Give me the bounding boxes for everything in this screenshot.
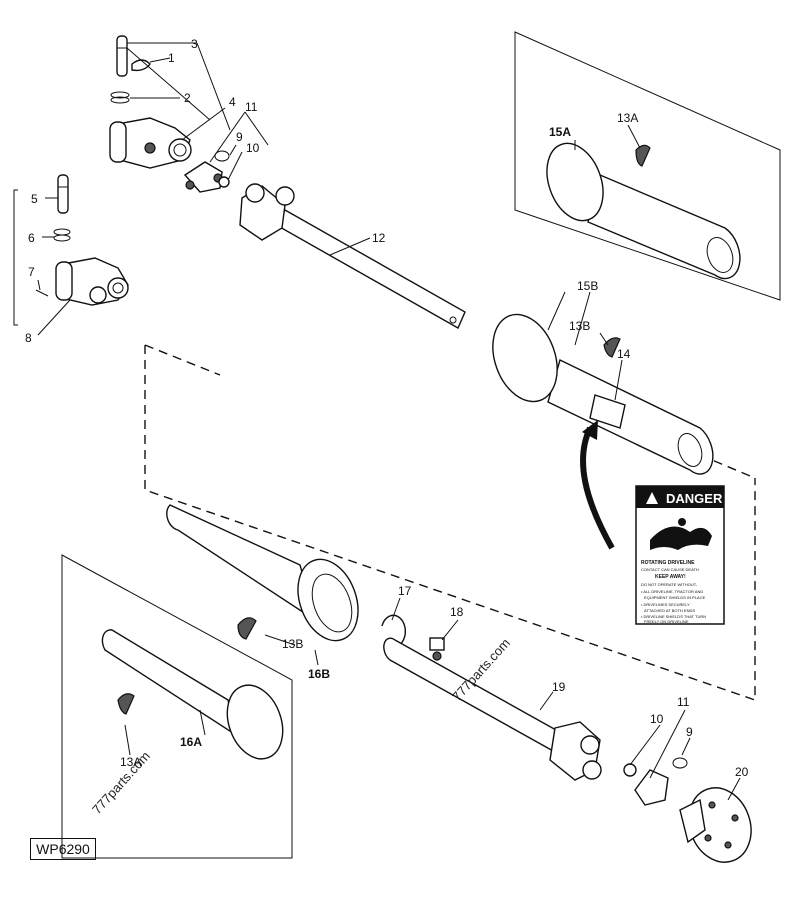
callout-3: 3 <box>191 37 198 51</box>
panel-16a-frame <box>61 554 293 859</box>
callout-10: 10 <box>246 141 260 155</box>
drawing-code: WP6290 <box>30 838 96 860</box>
bracket-5-8 <box>13 189 18 326</box>
decal-line-5: • ALL DRIVELINE, TRACTOR AND <box>641 589 703 594</box>
dashed-edge-left <box>144 344 221 376</box>
decal-line-2: CONTACT CAN CAUSE DEATH <box>641 567 699 572</box>
decal-line-1: ROTATING DRIVELINE <box>641 560 695 566</box>
decal-line-10: FREELY ON DRIVELINE <box>644 619 689 624</box>
callout-18: 18 <box>450 605 464 619</box>
callout-13a-lower: 13A <box>120 755 141 769</box>
ring-part-9 <box>214 150 230 162</box>
callout-14: 14 <box>617 347 631 361</box>
grease-fitting-part-18 <box>429 637 445 661</box>
decal-header: DANGER <box>666 491 723 506</box>
decal-line-3: KEEP AWAY! <box>655 574 686 580</box>
outer-tube-part-19 <box>383 637 602 781</box>
callout-16b: 16B <box>308 667 330 681</box>
cap-part-10-lower <box>623 763 637 777</box>
shield-part-15a <box>546 142 741 280</box>
callout-7: 7 <box>28 265 35 279</box>
pin-part-7 <box>35 289 49 297</box>
callout-17: 17 <box>398 584 412 598</box>
clip-part-13a <box>635 144 651 167</box>
callout-11-lower: 11 <box>677 695 690 709</box>
decal-line-4: DO NOT OPERATE WITHOUT- <box>641 582 698 587</box>
cross-bearing-part-11-lower <box>634 769 669 806</box>
decal-line-8: ATTACHED AT BOTH ENDS <box>644 608 695 613</box>
callout-12: 12 <box>372 231 386 245</box>
clip-part-13b-upper <box>603 337 621 358</box>
decal-arrow <box>580 426 615 550</box>
yoke-part-4 <box>109 117 192 169</box>
callout-15a: 15A <box>549 125 571 139</box>
callout-6: 6 <box>28 231 35 245</box>
dashed-edge-right <box>699 454 756 479</box>
callout-10-lower: 10 <box>650 712 664 726</box>
clip-part-13a-lower <box>117 693 135 715</box>
callout-4: 4 <box>229 95 236 109</box>
shield-part-16a <box>101 629 284 760</box>
callout-9: 9 <box>236 130 243 144</box>
callout-13a: 13A <box>617 111 638 125</box>
decal-line-7: • DRIVELINES SECURELY <box>641 602 690 607</box>
callout-16a: 16A <box>180 735 202 749</box>
leader-lines <box>37 42 741 801</box>
danger-decal: DANGER ROTATING DRIVELINE CONTACT CAN CA… <box>635 485 725 625</box>
shield-part-15b <box>492 313 714 475</box>
callout-19: 19 <box>552 680 566 694</box>
callout-15b: 15B <box>577 279 598 293</box>
callout-5: 5 <box>31 192 38 206</box>
clip-part-1 <box>131 59 151 72</box>
cross-bearing-part-11 <box>183 161 223 193</box>
shield-part-16b <box>166 504 359 642</box>
cap-part-10 <box>218 176 230 188</box>
ring-part-9-lower <box>672 757 688 769</box>
callout-13b: 13B <box>569 319 590 333</box>
pin-part-5 <box>57 174 69 214</box>
panel-15a-frame <box>514 31 781 301</box>
spring-part-2 <box>110 91 130 104</box>
yoke-part-8 <box>55 257 129 306</box>
callout-1: 1 <box>168 51 175 65</box>
callout-20: 20 <box>735 765 749 779</box>
callout-2: 2 <box>184 91 191 105</box>
callout-8: 8 <box>25 331 32 345</box>
callout-13b-lower: 13B <box>282 637 303 651</box>
flange-part-20 <box>679 787 752 863</box>
decal-line-9: • DRIVELINE SHIELDS THAT TURN <box>641 614 706 619</box>
callout-9-lower: 9 <box>686 725 693 739</box>
clip-part-13b-lower <box>237 617 257 640</box>
decal-line-6: EQUIPMENT SHIELDS IN PLACE <box>644 595 706 600</box>
callout-11: 11 <box>245 100 258 114</box>
decal-arrowhead <box>582 420 598 440</box>
inner-shaft-part-12 <box>239 183 466 329</box>
spring-part-6 <box>53 228 71 242</box>
dashed-assembly-outline <box>144 345 756 701</box>
pin-part-3 <box>116 35 128 77</box>
